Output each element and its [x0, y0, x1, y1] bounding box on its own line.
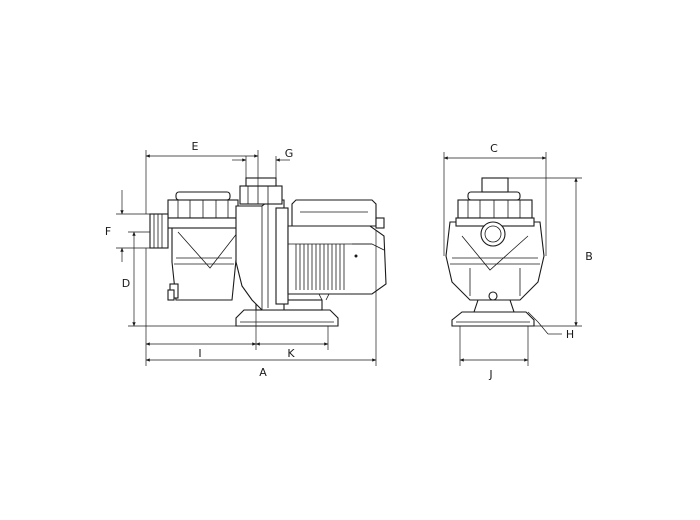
strainer-lid: [165, 191, 241, 229]
motor: [287, 225, 387, 295]
front-body: [445, 221, 545, 301]
dim-label-d: D: [122, 277, 130, 290]
dimension-lines: [116, 150, 582, 366]
pump-volute: [235, 199, 289, 311]
front-inlet-port: [480, 221, 506, 247]
dim-label-a: A: [259, 366, 267, 379]
side-view: [149, 177, 387, 327]
dim-label-e: E: [192, 140, 199, 153]
base-plate: [235, 291, 339, 327]
terminal-box: [291, 199, 385, 229]
dim-label-j: J: [488, 368, 492, 381]
front-lid: [455, 191, 535, 227]
front-outlet: [481, 177, 509, 193]
inlet-union: [149, 213, 169, 249]
dim-label-g: G: [285, 147, 294, 160]
dim-label-c: C: [490, 142, 498, 155]
dim-label-f: F: [105, 225, 111, 238]
dim-label-b: B: [585, 250, 593, 263]
outlet-union: [239, 177, 283, 205]
dim-label-i: I: [198, 347, 201, 360]
dim-label-k: K: [287, 347, 295, 360]
dimension-labels: E G F D I K A C B H J: [105, 140, 593, 381]
front-view: [445, 177, 545, 327]
strainer-housing: [167, 227, 239, 301]
front-base: [451, 299, 535, 327]
dim-label-h: H: [566, 328, 574, 341]
front-drain-plug: [488, 291, 498, 301]
